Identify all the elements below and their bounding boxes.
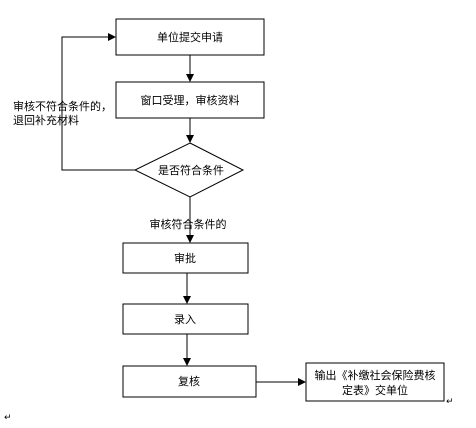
window-review-box bbox=[115, 81, 265, 119]
output-form-label-line2: 定表》交单位 bbox=[342, 383, 408, 397]
approval-box bbox=[122, 242, 249, 274]
window-review-label: 窗口受理，审核资料 bbox=[141, 93, 240, 107]
edge-decision-return-loop bbox=[61, 33, 135, 171]
recheck-label: 复核 bbox=[178, 374, 200, 388]
eligibility-decision-label: 是否符合条件 bbox=[158, 163, 224, 177]
submit-application-box bbox=[115, 18, 265, 56]
output-form-box bbox=[305, 362, 445, 402]
not-qualified-label-line1: 审核不符合条件的， bbox=[13, 99, 112, 113]
submit-application-label: 单位提交申请 bbox=[157, 30, 223, 44]
approval-label: 审批 bbox=[174, 251, 196, 265]
output-form-label-line1: 输出《补缴社会保险费核 bbox=[315, 368, 436, 382]
record-entry-box bbox=[122, 303, 249, 335]
paragraph-mark-right: ↵ bbox=[446, 397, 454, 407]
qualified-label: 审核符合条件的 bbox=[150, 217, 227, 231]
paragraph-mark-bottom: ↵ bbox=[4, 413, 12, 423]
not-qualified-label-line2: 退回补充材料 bbox=[13, 113, 79, 127]
record-entry-label: 录入 bbox=[174, 313, 196, 326]
